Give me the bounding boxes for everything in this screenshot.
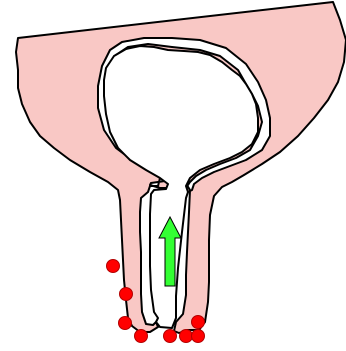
- particle: [107, 260, 120, 273]
- particle: [164, 330, 177, 343]
- particle: [192, 316, 205, 329]
- particle: [120, 288, 133, 301]
- particle: [192, 330, 205, 343]
- particle: [180, 330, 193, 343]
- particle: [119, 317, 132, 330]
- particle: [135, 330, 148, 343]
